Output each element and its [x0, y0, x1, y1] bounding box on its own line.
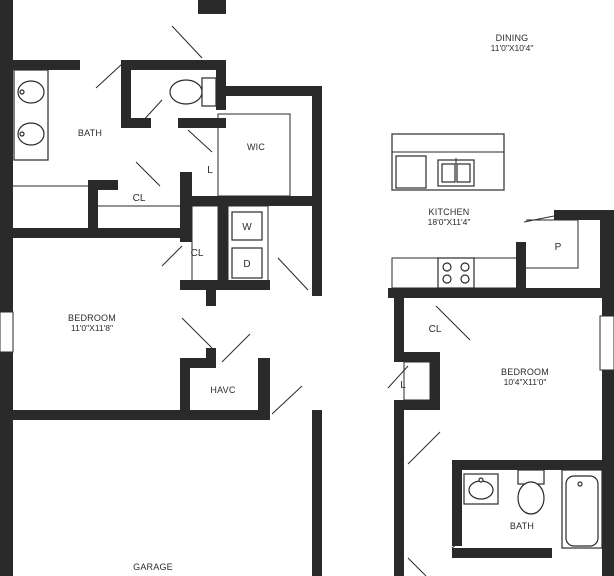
toilet-top [169, 77, 217, 107]
room-label-garage: GARAGE [133, 562, 173, 572]
tag-linen-wic: L [207, 165, 213, 176]
room-label-bedroom-right: BEDROOM [501, 367, 549, 377]
room-dims-dining: 11'0"X10'4" [491, 43, 534, 53]
room-label-havc: HAVC [210, 385, 235, 395]
room-dims-kitchen: 18'0"X11'4" [428, 217, 471, 227]
room-label-wic: WIC [247, 142, 265, 152]
doors [95, 25, 555, 576]
tag-pantry: P [555, 242, 562, 253]
tag-closet-bath: CL [133, 193, 146, 204]
laundry [231, 211, 263, 279]
room-dims-bedroom-right: 10'4"X11'0" [504, 377, 547, 387]
bath-top-vanity [13, 69, 49, 161]
kitchen-island [391, 133, 505, 191]
tag-closet-bedroom: CL [191, 248, 204, 259]
room-label-bath-bottom: BATH [510, 521, 534, 531]
range [437, 257, 475, 289]
room-dims-bedroom-left: 11'0"X11'8" [71, 323, 113, 333]
room-label-bath-top: BATH [78, 128, 102, 138]
tag-closet-right: CL [429, 324, 442, 335]
room-label-kitchen: KITCHEN [429, 207, 470, 217]
tag-dryer: D [243, 259, 250, 270]
room-label-dining: DINING [496, 33, 529, 43]
room-label-bedroom-left: BEDROOM [68, 313, 116, 323]
tag-linen-right: L [400, 380, 406, 391]
bath-bottom-fixtures [463, 469, 603, 549]
tag-washer: W [242, 222, 252, 233]
